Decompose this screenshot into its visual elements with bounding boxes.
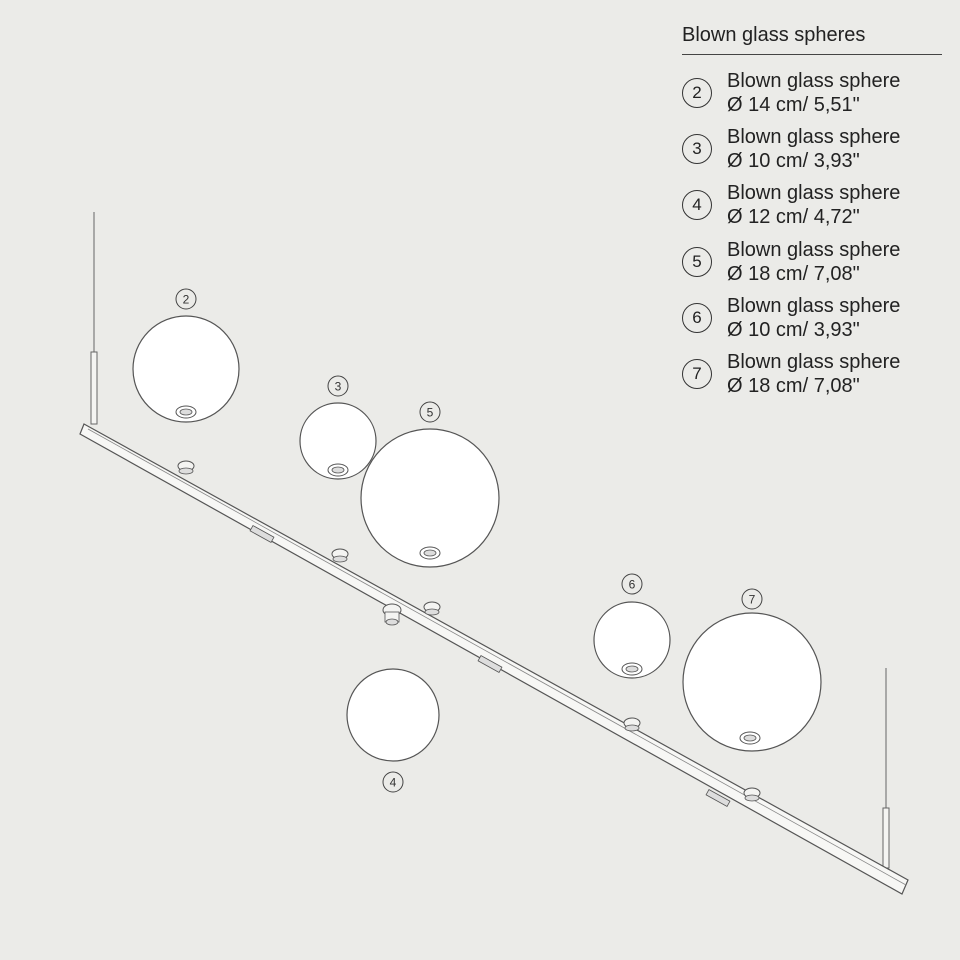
sphere-label-6: 6 <box>621 573 643 595</box>
legend-item-name: Blown glass sphere <box>727 238 901 261</box>
legend-number-badge: 7 <box>682 359 712 390</box>
sphere-2 <box>132 315 240 423</box>
sphere-label-7: 7 <box>741 588 763 610</box>
legend-list: 2 Blown glass sphere Ø 14 cm/ 5,51" 3 Bl… <box>682 65 942 402</box>
svg-text:2: 2 <box>183 293 190 307</box>
sphere-3 <box>299 402 377 480</box>
legend: Blown glass spheres 2 Blown glass sphere… <box>682 22 942 402</box>
legend-item-name: Blown glass sphere <box>727 70 901 93</box>
legend-item-size: Ø 10 cm/ 3,93" <box>727 318 860 341</box>
legend-item-name: Blown glass sphere <box>727 351 901 374</box>
legend-item-size: Ø 12 cm/ 4,72" <box>727 206 860 229</box>
sphere-5 <box>360 428 500 568</box>
svg-text:7: 7 <box>749 593 756 607</box>
sphere-label-4: 4 <box>382 771 404 793</box>
legend-item: 4 Blown glass sphere Ø 12 cm/ 4,72" <box>682 177 942 233</box>
sphere-4 <box>346 668 440 762</box>
legend-item-size: Ø 18 cm/ 7,08" <box>727 375 860 398</box>
sphere-label-2: 2 <box>175 288 197 310</box>
legend-item-name: Blown glass sphere <box>727 294 901 317</box>
svg-text:6: 6 <box>629 578 636 592</box>
bar-connector <box>249 525 275 543</box>
svg-text:3: 3 <box>335 380 342 394</box>
socket <box>623 717 641 732</box>
sphere-label-5: 5 <box>419 401 441 423</box>
cable-sleeve-right <box>882 807 890 869</box>
legend-title: Blown glass spheres <box>682 22 942 55</box>
legend-item: 2 Blown glass sphere Ø 14 cm/ 5,51" <box>682 65 942 121</box>
sphere-label-3: 3 <box>327 375 349 397</box>
socket <box>177 460 195 475</box>
socket <box>331 548 349 563</box>
sphere-7 <box>682 612 822 752</box>
legend-number-badge: 2 <box>682 78 712 109</box>
legend-item: 5 Blown glass sphere Ø 18 cm/ 7,08" <box>682 234 942 290</box>
legend-item-size: Ø 10 cm/ 3,93" <box>727 150 860 173</box>
legend-number-badge: 4 <box>682 190 712 221</box>
socket-down <box>382 603 402 626</box>
bar-connector <box>705 789 731 807</box>
legend-item-name: Blown glass sphere <box>727 182 901 205</box>
bar-connector <box>477 655 503 673</box>
legend-number-badge: 6 <box>682 302 712 333</box>
socket <box>423 601 441 616</box>
legend-number-badge: 3 <box>682 134 712 165</box>
socket <box>743 787 761 802</box>
legend-item: 6 Blown glass sphere Ø 10 cm/ 3,93" <box>682 290 942 346</box>
svg-text:4: 4 <box>390 776 397 790</box>
cable-sleeve-left <box>90 351 98 425</box>
legend-item-size: Ø 18 cm/ 7,08" <box>727 262 860 285</box>
legend-item-name: Blown glass sphere <box>727 126 901 149</box>
legend-number-badge: 5 <box>682 246 712 277</box>
legend-item: 3 Blown glass sphere Ø 10 cm/ 3,93" <box>682 121 942 177</box>
svg-text:5: 5 <box>427 406 434 420</box>
legend-item-size: Ø 14 cm/ 5,51" <box>727 94 860 117</box>
legend-item: 7 Blown glass sphere Ø 18 cm/ 7,08" <box>682 346 942 402</box>
sphere-6 <box>593 601 671 679</box>
